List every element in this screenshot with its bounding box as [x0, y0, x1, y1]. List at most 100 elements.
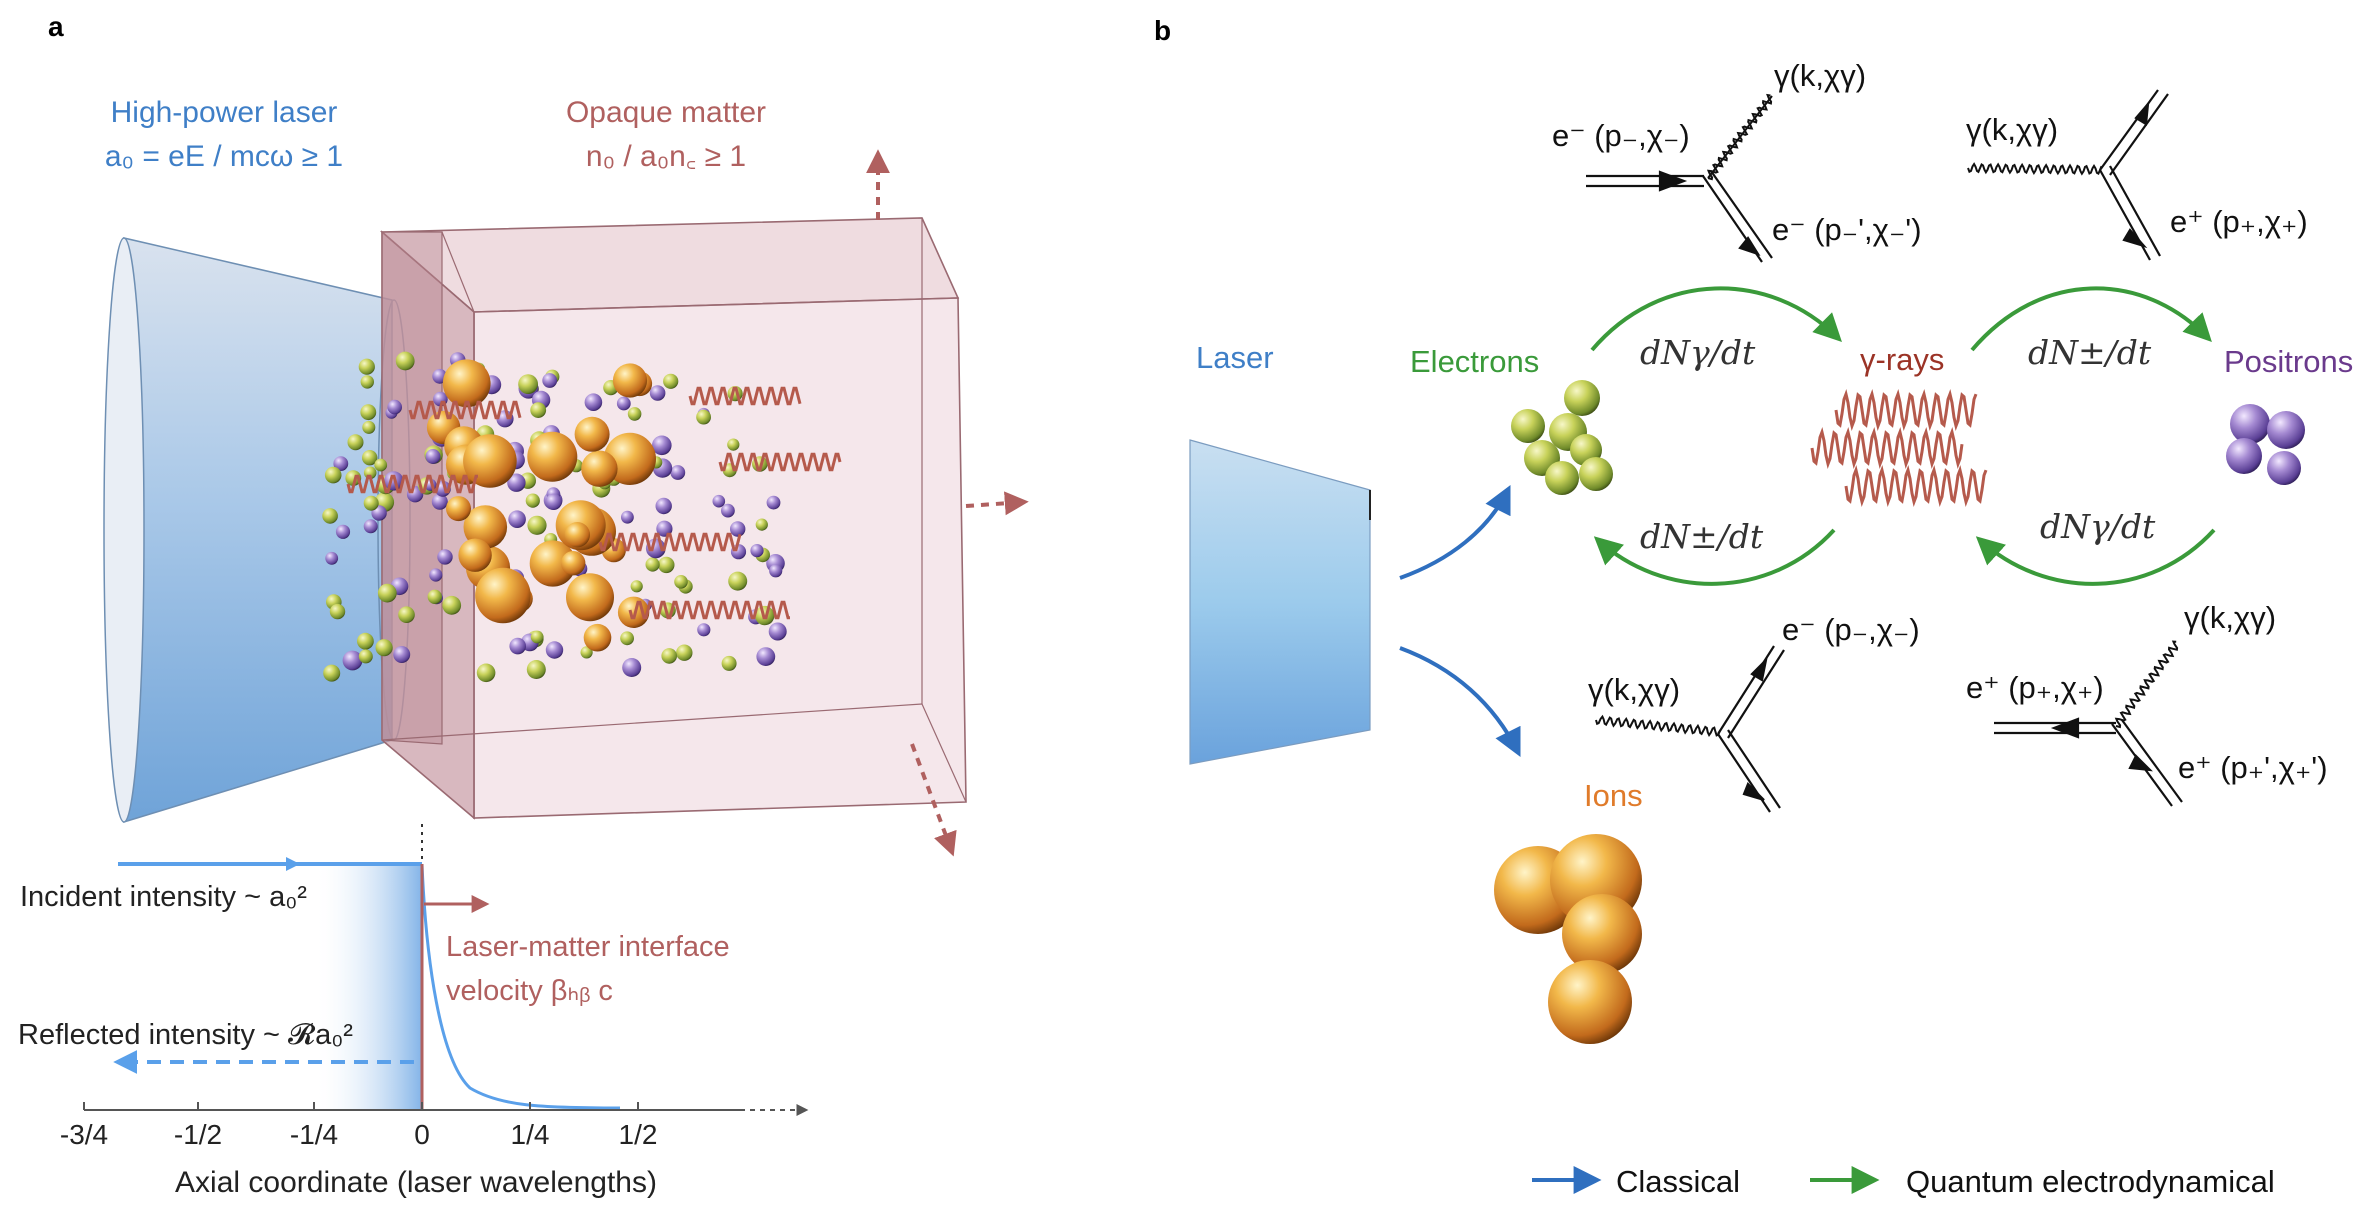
compton-top-photon: γ(k,χγ)	[1774, 58, 1866, 93]
ion-particle	[564, 522, 590, 548]
electron-cluster	[1511, 380, 1613, 495]
gamma-helix	[688, 386, 802, 406]
particle	[507, 473, 526, 492]
particle	[427, 589, 442, 604]
particle	[360, 375, 374, 389]
particle	[395, 351, 415, 371]
particle	[663, 373, 679, 389]
ion-particle	[442, 359, 491, 408]
particle	[363, 519, 378, 534]
particle	[728, 571, 748, 591]
particle	[387, 399, 403, 415]
matter-title: Opaque matter	[566, 96, 766, 129]
gamma-helix	[718, 452, 842, 472]
particle	[730, 521, 746, 537]
particle	[545, 493, 562, 510]
photon-line	[2114, 640, 2179, 729]
particle	[398, 606, 415, 623]
photon-line	[1967, 162, 2103, 176]
particle	[333, 456, 349, 471]
reflected-intensity-label: Reflected intensity ~ 𝓡a₀²	[18, 1019, 353, 1051]
axis-tick-label: -1/4	[290, 1119, 338, 1150]
particle	[527, 515, 547, 535]
rate-label-top-left: dNγ/dt	[1640, 333, 1756, 372]
axis-label: Axial coordinate (laser wavelengths)	[175, 1166, 657, 1199]
particle	[429, 568, 443, 582]
escape-arrows	[866, 149, 1029, 857]
feynman-compton-bottom: γ(k,χγ) e⁺ (p₊,χ₊) e⁺ (p₊',χ₊')	[1966, 600, 2328, 807]
particle	[670, 465, 686, 480]
gamma-to-positrons-arrow	[1970, 286, 2212, 352]
particle	[323, 664, 341, 682]
panel-a: a High-power laser a₀ = eE / mcω ≥ 1 Opa…	[18, 11, 1029, 1199]
legend-qed-label: Quantum electrodynamical	[1906, 1164, 2275, 1199]
gamma-helices	[346, 386, 842, 620]
compton-bottom-photon: γ(k,χγ)	[2184, 600, 2276, 635]
particle	[580, 646, 593, 659]
particle	[508, 510, 526, 528]
incident-intensity-label: Incident intensity ~ a₀²	[20, 881, 307, 913]
particle	[674, 575, 688, 589]
particle	[374, 458, 388, 472]
positron-cluster	[2226, 404, 2305, 485]
particle	[357, 632, 374, 650]
particle	[676, 644, 693, 661]
laser-title: High-power laser	[111, 96, 338, 129]
laser-to-ions-arrow	[1399, 646, 1521, 758]
particle	[335, 524, 351, 539]
particle	[358, 358, 375, 375]
gamma-helix-b	[1810, 426, 1964, 470]
compton-bottom-in: e⁺ (p₊,χ₊)	[1966, 670, 2104, 705]
electrons-label: Electrons	[1410, 344, 1539, 379]
ion-cluster	[1494, 834, 1642, 1044]
particle	[345, 470, 362, 486]
panel-a-letter: a	[48, 11, 64, 42]
gamma-helix-b	[1834, 388, 1978, 432]
particle	[766, 495, 781, 510]
axis-tick-label: -1/2	[174, 1119, 222, 1150]
compton-bottom-out: e⁺ (p₊',χ₊')	[2178, 750, 2328, 785]
particle	[329, 603, 346, 620]
particle	[437, 549, 453, 565]
particle	[322, 508, 338, 524]
particle	[616, 396, 631, 411]
intensity-decay-curve	[420, 863, 621, 1110]
particle	[768, 622, 787, 641]
laser-cone	[103, 237, 411, 824]
feynman-pair-bottom: γ(k,χγ) e⁻ (p₋,χ₋)	[1588, 612, 1920, 813]
axis-tick-label: -3/4	[60, 1119, 108, 1150]
particle	[712, 494, 726, 508]
particle	[526, 660, 546, 679]
particle	[347, 434, 364, 451]
feynman-compton-top: γ(k,χγ) e⁻ (p₋,χ₋) e⁻ (p₋',χ₋')	[1552, 58, 1922, 263]
ion-particle	[463, 434, 517, 488]
ion-particle	[574, 416, 610, 452]
particle	[360, 404, 377, 421]
panel-b: b Laser Electrons γ-rays Positrons Ions	[1154, 15, 2353, 1199]
particle	[721, 503, 735, 518]
ions-label: Ions	[1584, 778, 1643, 813]
particle	[393, 646, 411, 663]
particle	[476, 663, 496, 683]
pair-bottom-photon: γ(k,χγ)	[1588, 672, 1680, 707]
photon-wavy-lines	[1595, 93, 2179, 737]
laser-to-electrons-arrow	[1399, 484, 1511, 580]
rate-label-bottom-left: dN±/dt	[1640, 517, 1764, 556]
gamma-helix	[598, 532, 742, 552]
axis-tick-label: 1/4	[511, 1119, 550, 1150]
electrons-to-gamma-arrow	[1590, 286, 1842, 352]
particle	[425, 449, 441, 464]
ion-particle	[475, 567, 531, 624]
particle-cloud	[322, 351, 787, 683]
particle	[652, 435, 672, 456]
particle	[658, 556, 675, 574]
escape-arrow-down	[910, 743, 957, 857]
laser-block-b	[1189, 439, 1371, 765]
compton-top-in: e⁻ (p₋,χ₋)	[1552, 118, 1690, 153]
particle	[362, 420, 376, 434]
ion-particle	[566, 573, 614, 622]
particle	[342, 650, 363, 671]
rate-label-top-right: dN±/dt	[2028, 333, 2152, 372]
interface-label-line1: Laser-matter interface	[446, 931, 730, 963]
